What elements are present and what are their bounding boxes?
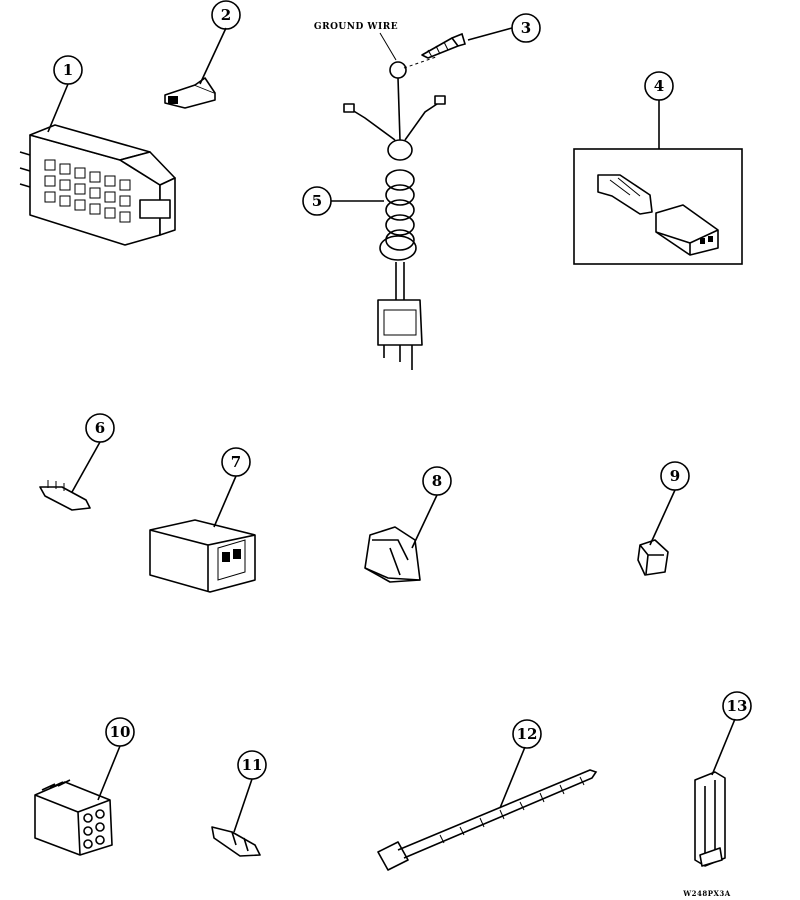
leader-8 (411, 494, 438, 549)
svg-text:2: 2 (221, 6, 231, 24)
leader-11 (233, 778, 253, 833)
callout-10: 10 (105, 717, 135, 747)
callout-4: 4 (644, 71, 674, 101)
svg-text:4: 4 (654, 77, 664, 95)
part-6-terminal (39, 480, 91, 511)
leader-3 (467, 27, 513, 41)
callout-13: 13 (722, 691, 752, 721)
callout-7: 7 (221, 447, 251, 477)
drawing-code: W248PX3A (682, 889, 731, 898)
leader-1 (47, 83, 69, 133)
part-8-clip (364, 526, 421, 583)
callout-3: 3 (511, 13, 541, 43)
svg-text:9: 9 (670, 467, 680, 485)
part-1-terminal-block (19, 124, 176, 246)
part-13-bracket (694, 771, 726, 867)
callout-8: 8 (422, 466, 452, 496)
part-4-kit-box (573, 148, 743, 265)
leader-10 (97, 745, 121, 801)
callout-5: 5 (302, 186, 332, 216)
part-9-clip (637, 539, 669, 576)
svg-text:11: 11 (242, 756, 263, 774)
svg-text:7: 7 (231, 453, 241, 471)
callout-12: 12 (512, 719, 542, 749)
part-3-screw (421, 32, 466, 59)
part-11-pin-terminal (211, 826, 261, 857)
svg-text:6: 6 (95, 419, 105, 437)
screw-dash-line (403, 56, 437, 69)
part-10-six-pin-housing (34, 779, 113, 856)
svg-text:10: 10 (110, 723, 131, 741)
leader-2 (199, 27, 227, 85)
svg-text:1: 1 (63, 61, 73, 79)
part-4-insulator (655, 204, 719, 256)
part-4-terminal (597, 174, 653, 215)
callout-11: 11 (237, 750, 267, 780)
ground-wire-leader (379, 32, 397, 61)
svg-text:12: 12 (517, 725, 538, 743)
part-7-connector (149, 519, 256, 593)
svg-text:13: 13 (727, 697, 748, 715)
part-12-cable-tie (377, 769, 598, 871)
leader-13 (711, 718, 736, 776)
svg-text:3: 3 (521, 19, 531, 37)
svg-text:5: 5 (312, 192, 322, 210)
callout-9: 9 (660, 461, 690, 491)
leader-9 (649, 489, 676, 546)
part-2-clip (164, 77, 216, 109)
part-5-power-cord (343, 61, 446, 370)
ground-wire-label: GROUND WIRE (314, 22, 398, 32)
leader-7 (213, 475, 237, 528)
callout-6: 6 (85, 413, 115, 443)
callout-1: 1 (53, 55, 83, 85)
leader-12 (499, 746, 526, 809)
leader-6 (71, 441, 101, 493)
svg-text:8: 8 (432, 472, 442, 490)
callout-2: 2 (211, 0, 241, 30)
